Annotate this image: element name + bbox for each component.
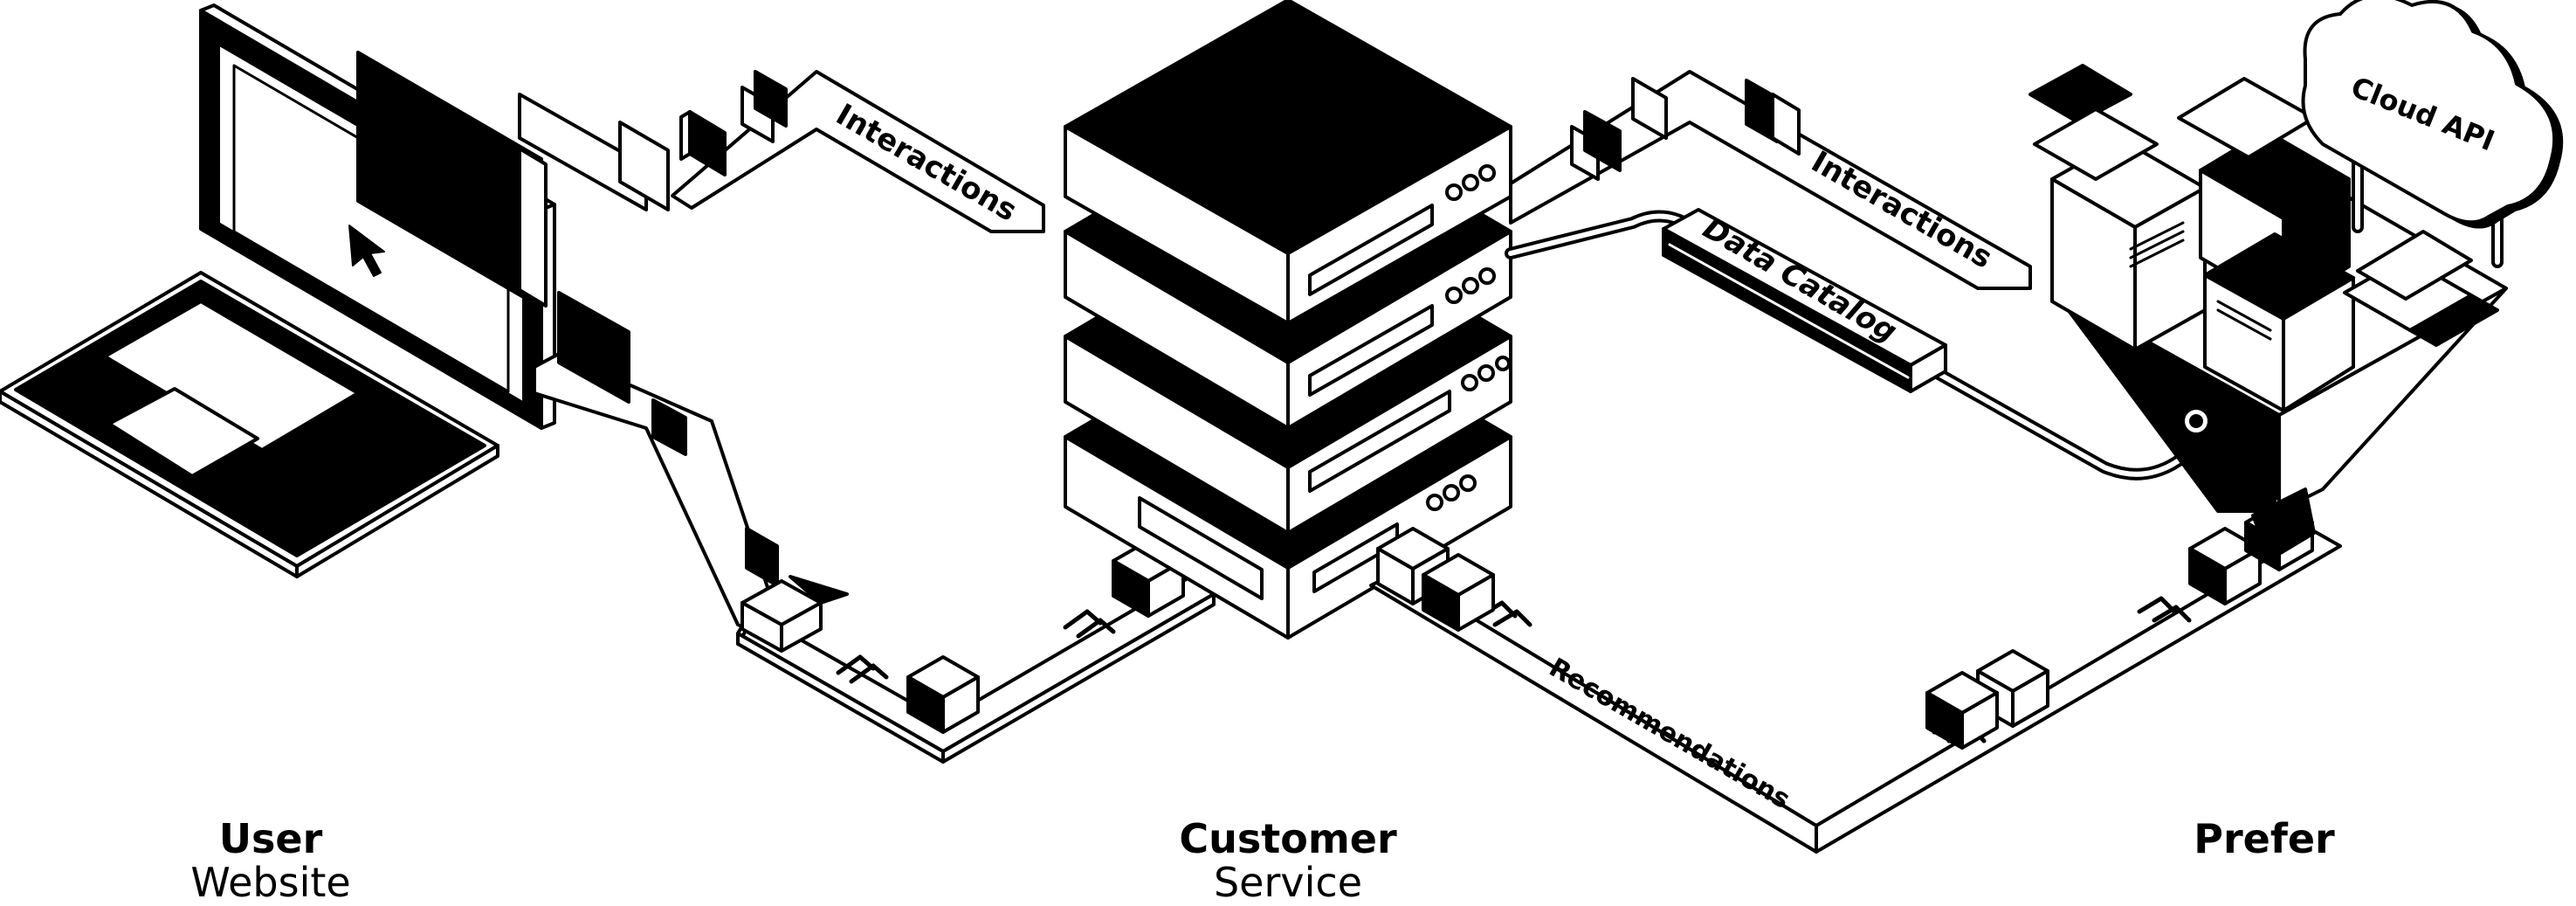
conveyor-left	[533, 291, 1216, 764]
node-caption-user: User Website	[96, 819, 445, 903]
node-title: User	[218, 815, 323, 862]
cube-icon	[1112, 539, 1185, 618]
node-subtitle: Website	[190, 859, 351, 906]
screen-panels	[356, 51, 548, 309]
interactions-pipe-left: Interactions	[518, 70, 1045, 233]
processing-funnel-icon	[2028, 64, 2508, 561]
cube-icon	[1422, 553, 1495, 632]
node-title: Prefer	[2194, 815, 2335, 862]
cube-icon	[740, 575, 849, 653]
cube-icon	[1925, 671, 1999, 750]
node-caption-prefer: Prefer	[2090, 819, 2439, 862]
cube-icon	[2188, 527, 2262, 605]
cloud-api-icon: Cloud API	[2301, 0, 2564, 268]
node-title: Customer	[1179, 815, 1397, 862]
node-caption-service: Customer Service	[1113, 819, 1463, 903]
recommendations-label: Recommendations	[1544, 653, 1795, 815]
laptop-icon	[0, 3, 556, 578]
interactions-label-left: Interactions	[830, 97, 1023, 229]
interactions-label-right: Interactions	[1806, 144, 1999, 276]
cube-icon	[906, 655, 980, 734]
node-subtitle: Service	[1213, 859, 1362, 906]
cube-icon	[1976, 649, 2049, 728]
server-stack-icon	[1064, 0, 1512, 640]
